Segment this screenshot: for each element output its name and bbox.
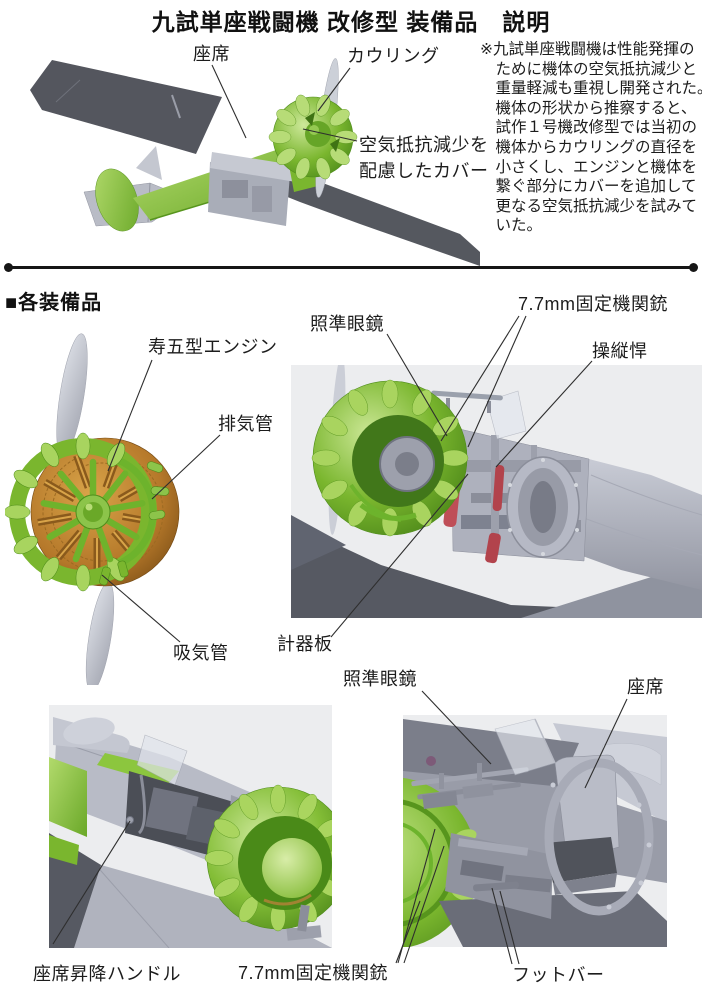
page-title: 九試単座戦闘機 改修型 装備品 説明	[151, 9, 551, 35]
label-seat-cockpit: 座席	[627, 677, 664, 697]
label-engine: 寿五型エンジン	[148, 337, 278, 357]
label-machine-gun-bottom: 7.7mm固定機関銃	[238, 963, 389, 983]
section-heading: ■各装備品	[5, 292, 103, 314]
cockpit-illustration	[403, 715, 667, 947]
nose-illustration	[291, 365, 702, 618]
label-cowling: カウリング	[347, 46, 440, 66]
nose-render	[291, 365, 702, 618]
label-instrument-panel: 計器板	[277, 634, 333, 654]
rear-illustration	[49, 705, 332, 948]
label-drag-cover: 空気抵抗減少を 配慮したカバー	[359, 135, 489, 181]
cockpit-render	[403, 715, 667, 947]
engine-illustration	[5, 333, 180, 685]
note-paragraph: ※九試単座戦闘機は性能発揮の ために機体の空気抵抗減少と 重量軽減も重視し開発さ…	[480, 41, 702, 235]
label-intake-pipe: 吸気管	[173, 643, 229, 663]
pushrods	[40, 458, 146, 563]
divider-dot-left	[4, 263, 13, 272]
label-gunsight-nose: 照準眼鏡	[310, 314, 384, 334]
label-control-stick: 操縦悍	[592, 341, 648, 361]
label-exhaust-pipe: 排気管	[218, 414, 274, 434]
rear-render	[49, 705, 332, 948]
divider-dot-right	[689, 263, 698, 272]
section-divider	[10, 266, 692, 269]
label-foot-bar: フットバー	[512, 965, 605, 985]
label-seat-handle: 座席昇降ハンドル	[33, 964, 181, 984]
cowling-lobes	[268, 94, 358, 180]
engine-cylinder-fins	[37, 455, 157, 572]
engine-render	[5, 315, 295, 685]
label-machine-gun-nose: 7.7mm固定機関銃	[518, 294, 669, 314]
label-seat: 座席	[193, 44, 230, 64]
label-gunsight-cockpit: 照準眼鏡	[343, 669, 417, 689]
